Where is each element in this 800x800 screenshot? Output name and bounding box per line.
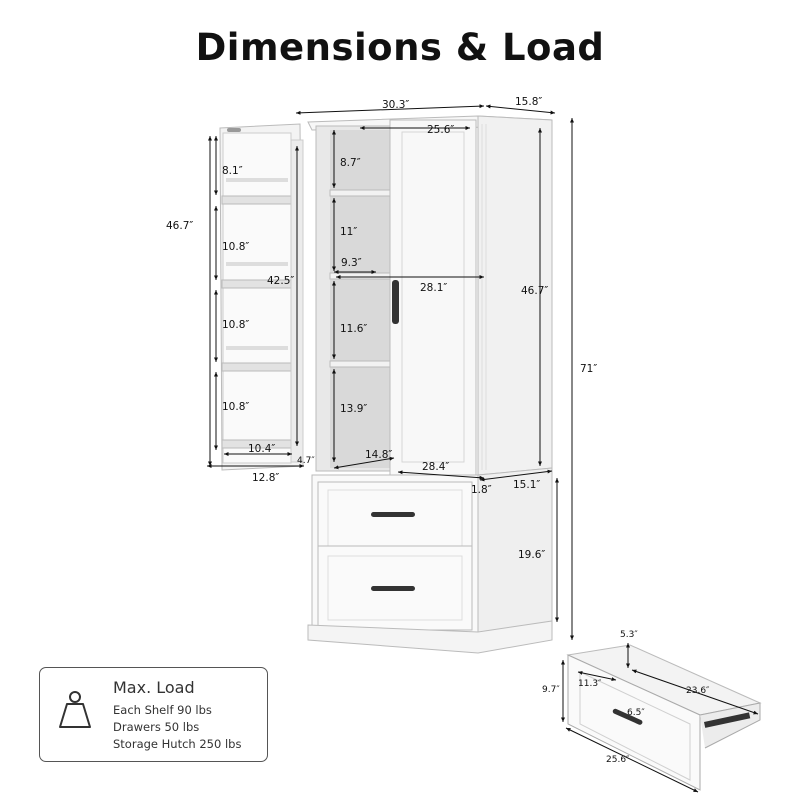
pulled-drawer [566,644,762,791]
drawer-handle [371,512,415,517]
dim-drawer-handle: 6.5″ [627,708,645,718]
dim-drawer-length: 23.6″ [686,686,710,696]
dim-side-offset: 1.8″ [471,484,492,496]
dim-cab-shelf-2: 11″ [340,226,357,238]
max-load-title: Max. Load [113,678,195,697]
dim-drawer-front-gap: 5.3″ [620,630,638,640]
dim-cab-shelf-3: 11.6″ [340,323,367,335]
load-item-hutch: Storage Hutch 250 lbs [113,737,242,751]
dim-base-depth: 15.1″ [513,479,540,491]
dim-door-shelf-1: 8.1″ [222,165,243,177]
dim-drawer-inner-depth: 11.3″ [578,679,602,689]
dim-door-shelf-3: 10.8″ [222,319,249,331]
dim-door-inner-height: 42.5″ [267,275,294,287]
dim-cab-shelf-1: 8.7″ [340,157,361,169]
cabinet-body [307,115,553,654]
dim-drawer-width: 25.6″ [606,755,630,765]
dim-total-height: 71″ [580,363,597,375]
dim-door-depth: 4.7″ [297,456,315,466]
dim-door-width: 12.8″ [252,472,279,484]
dim-shelf-width: 9.3″ [341,257,362,269]
dim-top-width: 30.3″ [382,99,409,111]
door-handle [392,280,399,324]
dim-interior-span: 28.1″ [420,282,447,294]
dim-drawer-section-height: 19.6″ [518,549,545,561]
dim-cab-shelf-4: 13.9″ [340,403,367,415]
dim-door-height: 46.7″ [166,220,193,232]
dim-side-height: 46.7″ [521,285,548,297]
max-load-box: Max. Load Each Shelf 90 lbs Drawers 50 l… [39,667,268,762]
dim-shelf-depth: 14.8″ [365,449,392,461]
dimension-lines [207,104,759,793]
drawer-handle [371,586,415,591]
weight-icon [59,691,91,728]
dim-door-inner-width: 10.4″ [248,443,275,455]
dim-drawer-height: 9.7″ [542,685,560,695]
dim-door-shelf-4: 10.8″ [222,401,249,413]
dim-top-depth: 15.8″ [515,96,542,108]
dim-door-shelf-2: 10.8″ [222,241,249,253]
dim-interior-width: 25.6″ [427,124,454,136]
drawer-top [317,481,473,557]
load-item-shelf: Each Shelf 90 lbs [113,703,212,717]
dim-interior-bottom-width: 28.4″ [422,461,449,473]
page-title: Dimensions & Load [195,26,605,69]
load-item-drawers: Drawers 50 lbs [113,720,200,734]
